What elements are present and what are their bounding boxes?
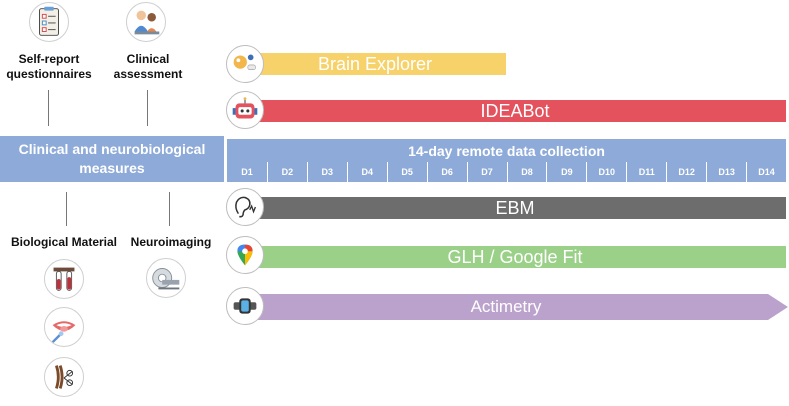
connector-line [169,192,170,226]
day-cell: D5 [386,162,427,182]
self-report-label: Self-report questionnaires [6,52,92,81]
smartwatch-icon [226,287,264,325]
saliva-icon [44,307,84,347]
brain-explorer-bar: Brain Explorer [244,53,506,75]
ear-sound-icon [226,188,264,226]
hair-sample-icon [44,357,84,397]
connector-line [147,90,148,126]
brain-game-icon [226,45,264,83]
neuroimaging-label: Neuroimaging [130,235,212,249]
day-cell: D14 [746,162,786,182]
brain-explorer-label: Brain Explorer [317,53,433,74]
timeline-header: 14-day remote data collection [227,139,786,162]
blood-tubes-icon [44,259,84,299]
ebm-bar: EBM [244,197,786,219]
google-fit-bar: GLH / Google Fit [244,246,786,268]
actimetry-bar: Actimetry [244,294,788,320]
day-cell: D4 [346,162,387,182]
ebm-label: EBM [495,197,535,218]
robot-icon [226,91,264,129]
timeline-title: 14-day remote data collection [408,142,605,159]
day-cell: D12 [666,162,706,182]
biological-material-label: Biological Material [10,235,118,249]
clinical-assessment-label: Clinical assessment [113,52,183,81]
day-cell: D11 [626,162,666,182]
clinical-measures-box: Clinical and neurobiological measures [0,136,224,182]
day-cell: D8 [506,162,547,182]
day-cell: D10 [586,162,626,182]
ideabot-bar: IDEABot [244,100,786,122]
day-cell: D13 [706,162,746,182]
clinician-icon [126,2,166,42]
actimetry-label: Actimetry [470,297,542,316]
day-cell: D9 [546,162,586,182]
day-cell: D7 [466,162,507,182]
day-cell: D1 [241,167,253,177]
connector-line [48,90,49,126]
mri-scanner-icon [146,258,186,298]
google-fit-label: GLH / Google Fit [447,246,583,267]
map-pin-icon [226,236,264,274]
questionnaire-icon [29,2,69,42]
day-cell: D6 [426,162,467,182]
ideabot-label: IDEABot [480,100,550,121]
day-cell: D2 [266,162,307,182]
connector-line [66,192,67,226]
day-cell: D3 [306,162,347,182]
